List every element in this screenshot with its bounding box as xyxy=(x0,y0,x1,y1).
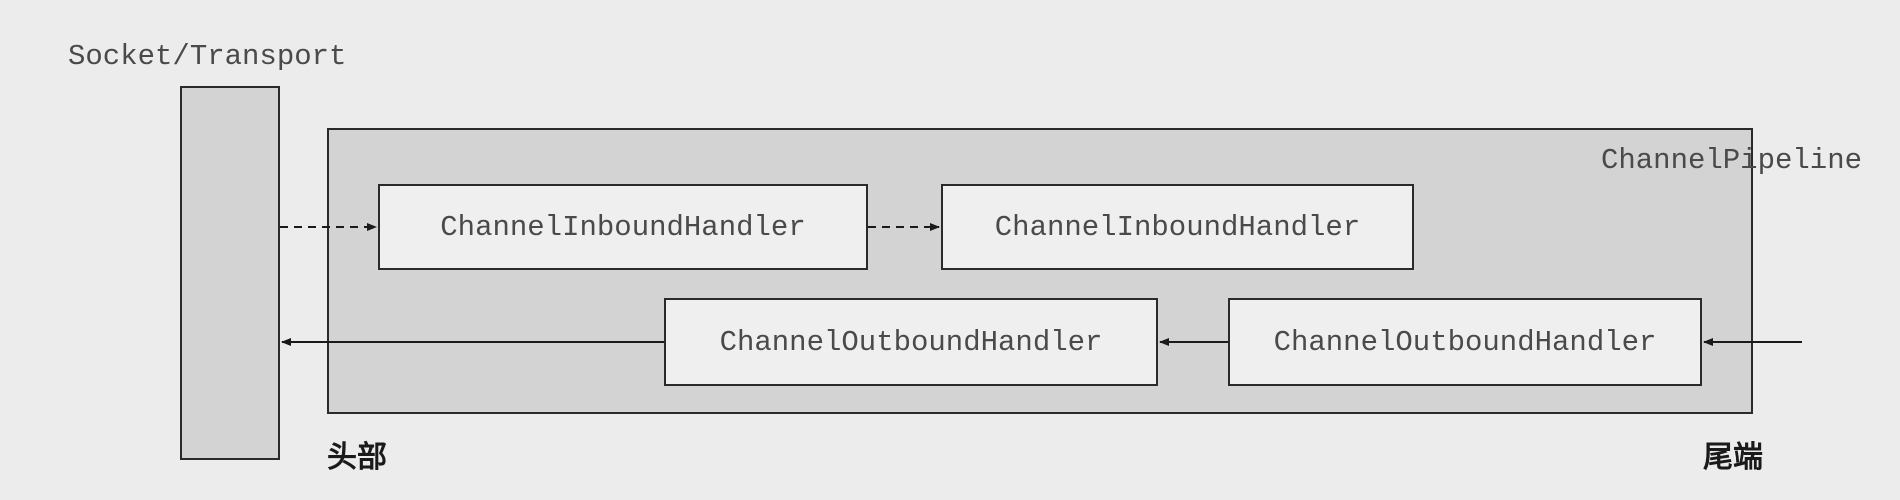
outbound-handler-1: ChannelOutboundHandler xyxy=(664,298,1158,386)
transport-label: Socket/Transport xyxy=(68,40,347,73)
tail-label: 尾端 xyxy=(1703,440,1763,475)
socket-transport-bar xyxy=(180,86,280,460)
outbound-handler-1-label: ChannelOutboundHandler xyxy=(719,325,1103,359)
outbound-handler-2: ChannelOutboundHandler xyxy=(1228,298,1702,386)
outbound-handler-2-label: ChannelOutboundHandler xyxy=(1273,325,1657,359)
inbound-handler-1-label: ChannelInboundHandler xyxy=(440,210,806,244)
channel-pipeline-label: ChannelPipeline xyxy=(1600,144,1862,177)
inbound-handler-2: ChannelInboundHandler xyxy=(941,184,1414,270)
inbound-handler-1: ChannelInboundHandler xyxy=(378,184,868,270)
head-label: 头部 xyxy=(327,440,387,475)
inbound-handler-2-label: ChannelInboundHandler xyxy=(994,210,1361,244)
